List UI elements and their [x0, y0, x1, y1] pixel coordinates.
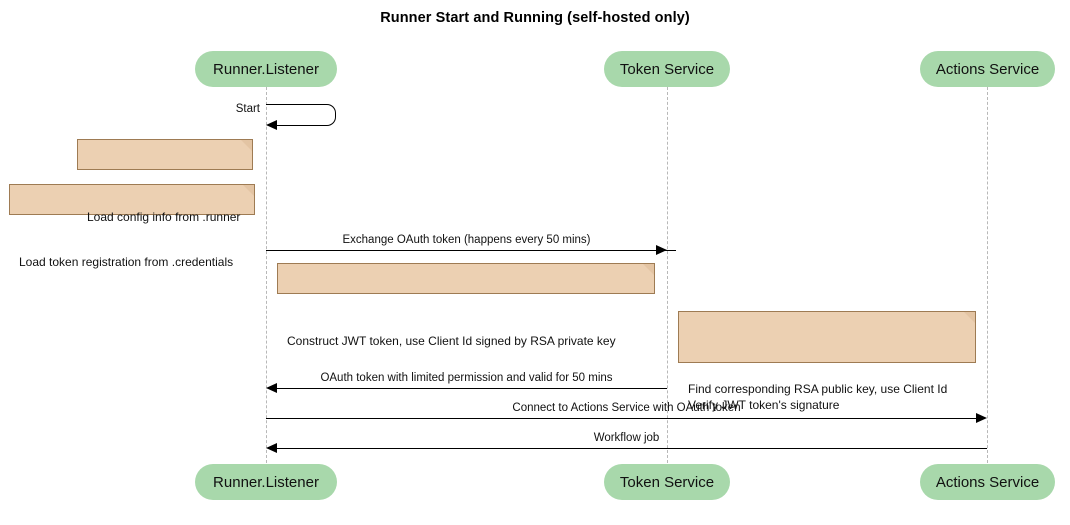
message-exchange-oauth-arrowhead [656, 244, 667, 255]
note-load-config-text: Load config info from .runner [87, 210, 241, 224]
note-fold-icon [243, 185, 254, 196]
message-start-line-bottom [277, 125, 327, 126]
message-oauth-return-line[interactable] [277, 388, 667, 389]
note-load-credentials: Load token registration from .credential… [9, 184, 255, 269]
note-verify-jwt-text: Find corresponding RSA public key, use C… [688, 382, 948, 412]
message-connect-actions-line[interactable] [266, 418, 976, 419]
message-start-arrowhead [266, 119, 277, 130]
message-start[interactable] [266, 104, 336, 130]
participant-header-runner[interactable]: Runner.Listener [195, 51, 337, 87]
message-workflow-job-label: Workflow job [593, 432, 660, 444]
message-exchange-oauth-label: Exchange OAuth token (happens every 50 m… [342, 234, 591, 246]
message-workflow-job-arrowhead [266, 442, 277, 453]
participant-footer-actions-label: Actions Service [935, 473, 1040, 491]
lifeline-token [667, 87, 668, 463]
note-fold-icon [643, 264, 654, 275]
message-connect-actions-label: Connect to Actions Service with OAuth to… [512, 402, 741, 414]
participant-footer-actions[interactable]: Actions Service [920, 464, 1055, 500]
participant-footer-runner[interactable]: Runner.Listener [195, 464, 337, 500]
message-exchange-oauth-line[interactable] [266, 250, 676, 251]
message-start-label: Start [235, 103, 260, 115]
note-verify-jwt: Find corresponding RSA public key, use C… [678, 311, 976, 412]
participant-header-runner-label: Runner.Listener [213, 60, 319, 78]
participant-header-token-label: Token Service [619, 60, 715, 78]
message-workflow-job-line[interactable] [277, 448, 987, 449]
message-oauth-return-label: OAuth token with limited permission and … [320, 372, 613, 384]
note-construct-jwt-text: Construct JWT token, use Client Id signe… [287, 334, 616, 348]
note-fold-icon [241, 140, 252, 151]
participant-header-actions[interactable]: Actions Service [920, 51, 1055, 87]
message-start-line-side [324, 104, 336, 126]
note-load-credentials-text: Load token registration from .credential… [19, 255, 234, 269]
lifeline-runner [266, 87, 267, 463]
note-construct-jwt: Construct JWT token, use Client Id signe… [277, 263, 655, 348]
lifeline-actions [987, 87, 988, 463]
participant-header-token[interactable]: Token Service [604, 51, 730, 87]
participant-header-actions-label: Actions Service [935, 60, 1040, 78]
message-start-line-top [266, 104, 327, 105]
note-fold-icon [964, 312, 975, 323]
diagram-title: Runner Start and Running (self-hosted on… [380, 10, 690, 26]
note-load-config: Load config info from .runner [77, 139, 253, 224]
message-connect-actions-arrowhead [976, 412, 987, 423]
participant-footer-runner-label: Runner.Listener [213, 473, 319, 491]
participant-footer-token-label: Token Service [619, 473, 715, 491]
message-oauth-return-arrowhead [266, 382, 277, 393]
participant-footer-token[interactable]: Token Service [604, 464, 730, 500]
